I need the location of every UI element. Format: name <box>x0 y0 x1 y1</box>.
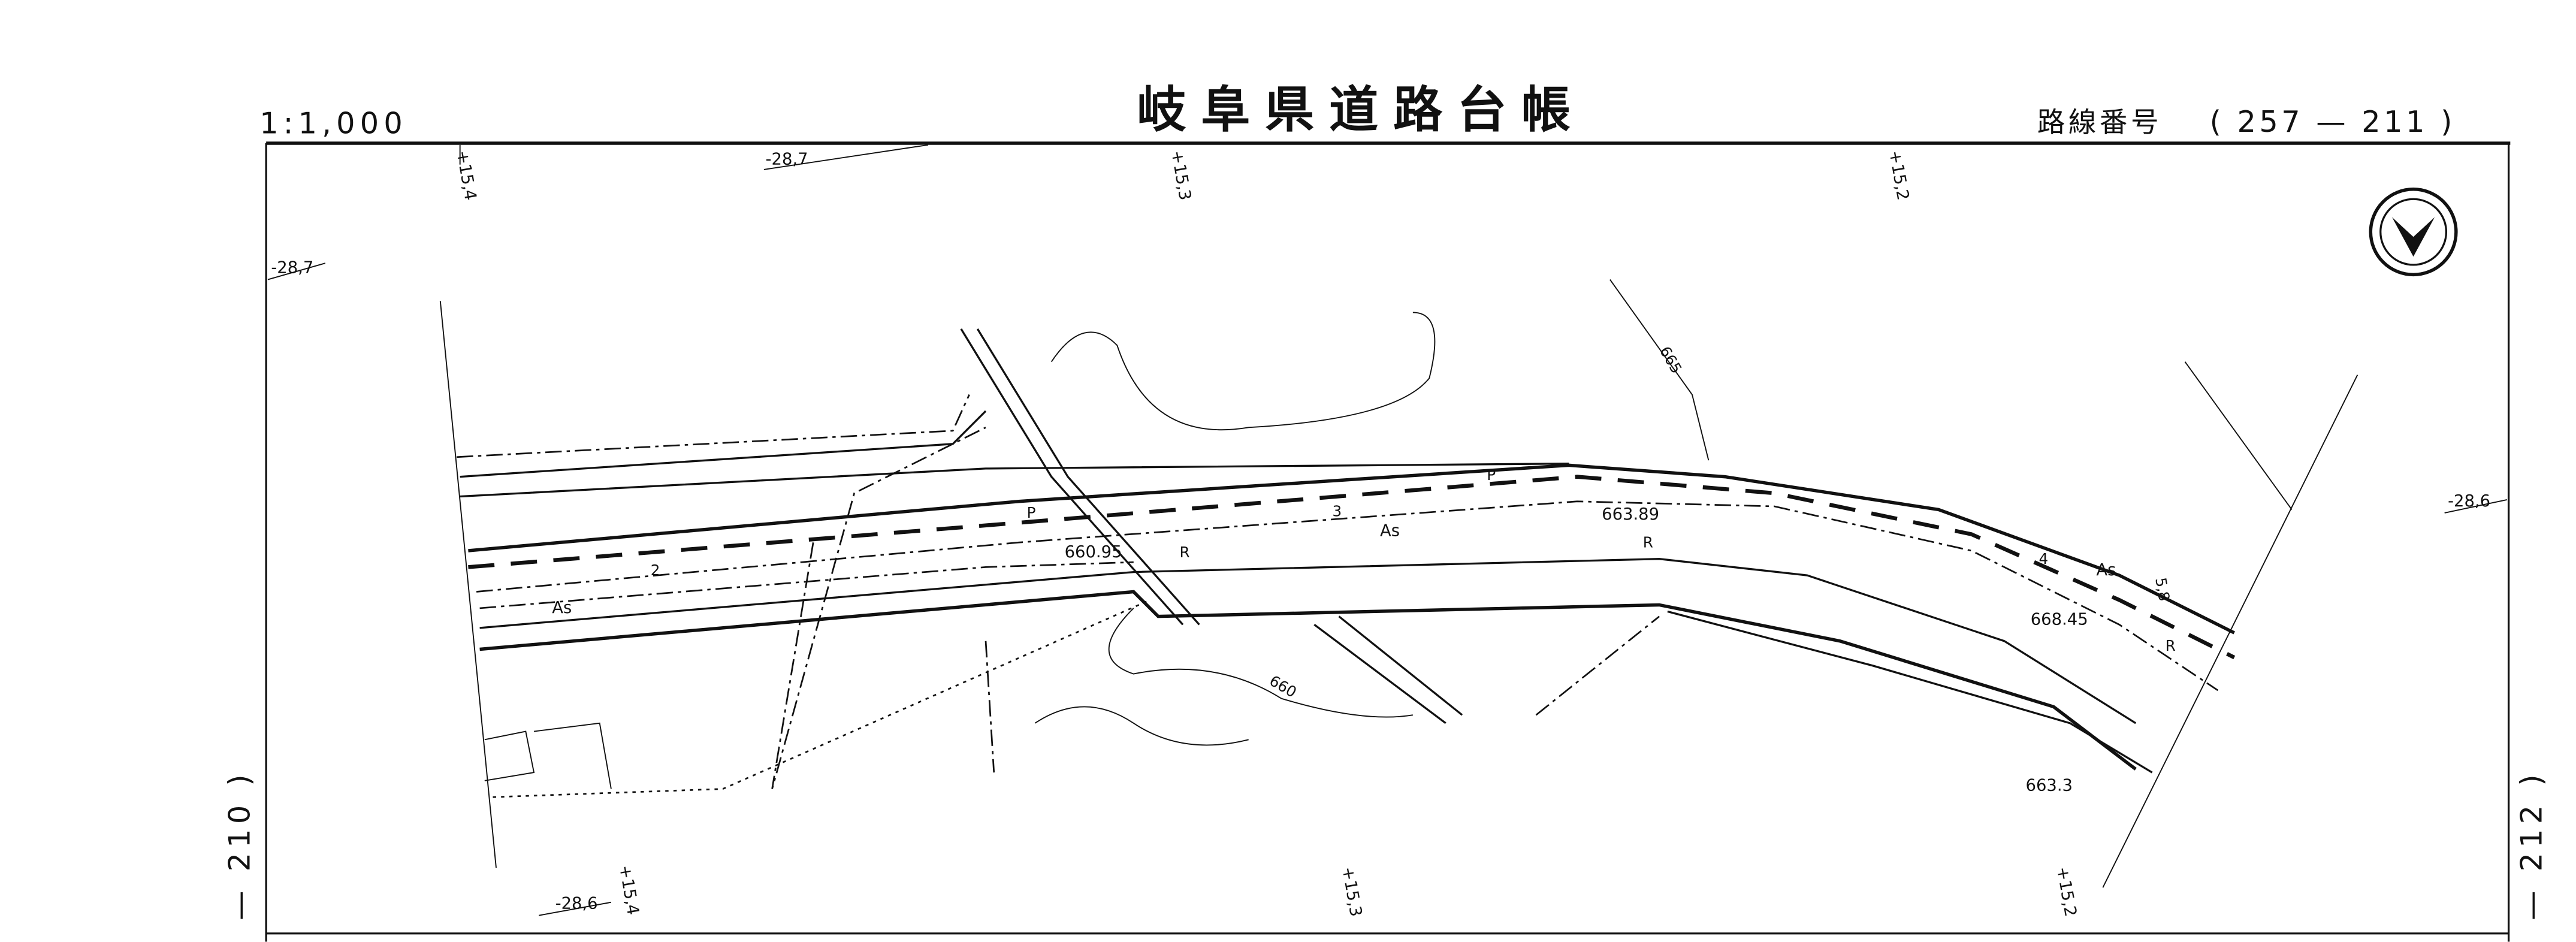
grid-label: +15,4 <box>615 864 642 916</box>
scale-label: 1:1,000 <box>259 106 407 141</box>
station-label: 4 <box>2039 550 2048 567</box>
contour-label: 660 <box>1267 672 1300 701</box>
surface-label: As <box>2096 561 2116 579</box>
grid-label: +15,2 <box>2053 865 2080 918</box>
elevation-label: 663.3 <box>2026 776 2073 795</box>
station-label: 2 <box>651 561 660 579</box>
station-label: 3 <box>1333 502 1342 520</box>
surface-label: As <box>1380 521 1400 540</box>
grid-label: -28,6 <box>555 895 598 913</box>
grid-label: +15,3 <box>1167 149 1194 202</box>
marker-label: R <box>1643 533 1653 551</box>
grid-label: -28,7 <box>271 259 313 277</box>
grid-label: +15,4 <box>452 149 479 202</box>
contour-label: 665 <box>1656 343 1686 376</box>
map-labels: 663.89 660.95 668.45 663.3 665 660 As As… <box>552 343 2175 795</box>
grid-label: -28,6 <box>2448 492 2490 511</box>
marker-label: P <box>1027 504 1036 521</box>
elevation-label: 668.45 <box>2031 610 2088 629</box>
grid-label: +15,3 <box>1338 865 1365 918</box>
road-linework <box>439 279 2358 888</box>
station-label: 5,8 <box>2152 576 2173 603</box>
adjacent-sheet-right: — 212 ) <box>2514 769 2548 920</box>
map-frame <box>265 141 2511 942</box>
grid-label: -28,7 <box>766 150 808 169</box>
north-arrow-icon <box>2369 188 2458 277</box>
elevation-label: 660.95 <box>1065 543 1122 561</box>
map-title: 岐阜県道路台帳 <box>1137 82 1585 139</box>
grid-label: +15,2 <box>1885 149 1912 202</box>
marker-label: R <box>1180 544 1190 561</box>
route-label: 路線番号 <box>2037 106 2162 138</box>
surface-label: As <box>552 599 572 617</box>
grid-labels: +15,4 -28,7 +15,3 +15,2 -28,7 -28,6 -28,… <box>267 144 2508 918</box>
elevation-label: 663.89 <box>1602 505 1659 524</box>
marker-label: P <box>1487 466 1496 484</box>
marker-label: R <box>2166 637 2176 654</box>
route-number: ( 257 — 211 ) <box>2210 104 2456 139</box>
adjacent-sheet-left: — 210 ) <box>222 769 257 920</box>
